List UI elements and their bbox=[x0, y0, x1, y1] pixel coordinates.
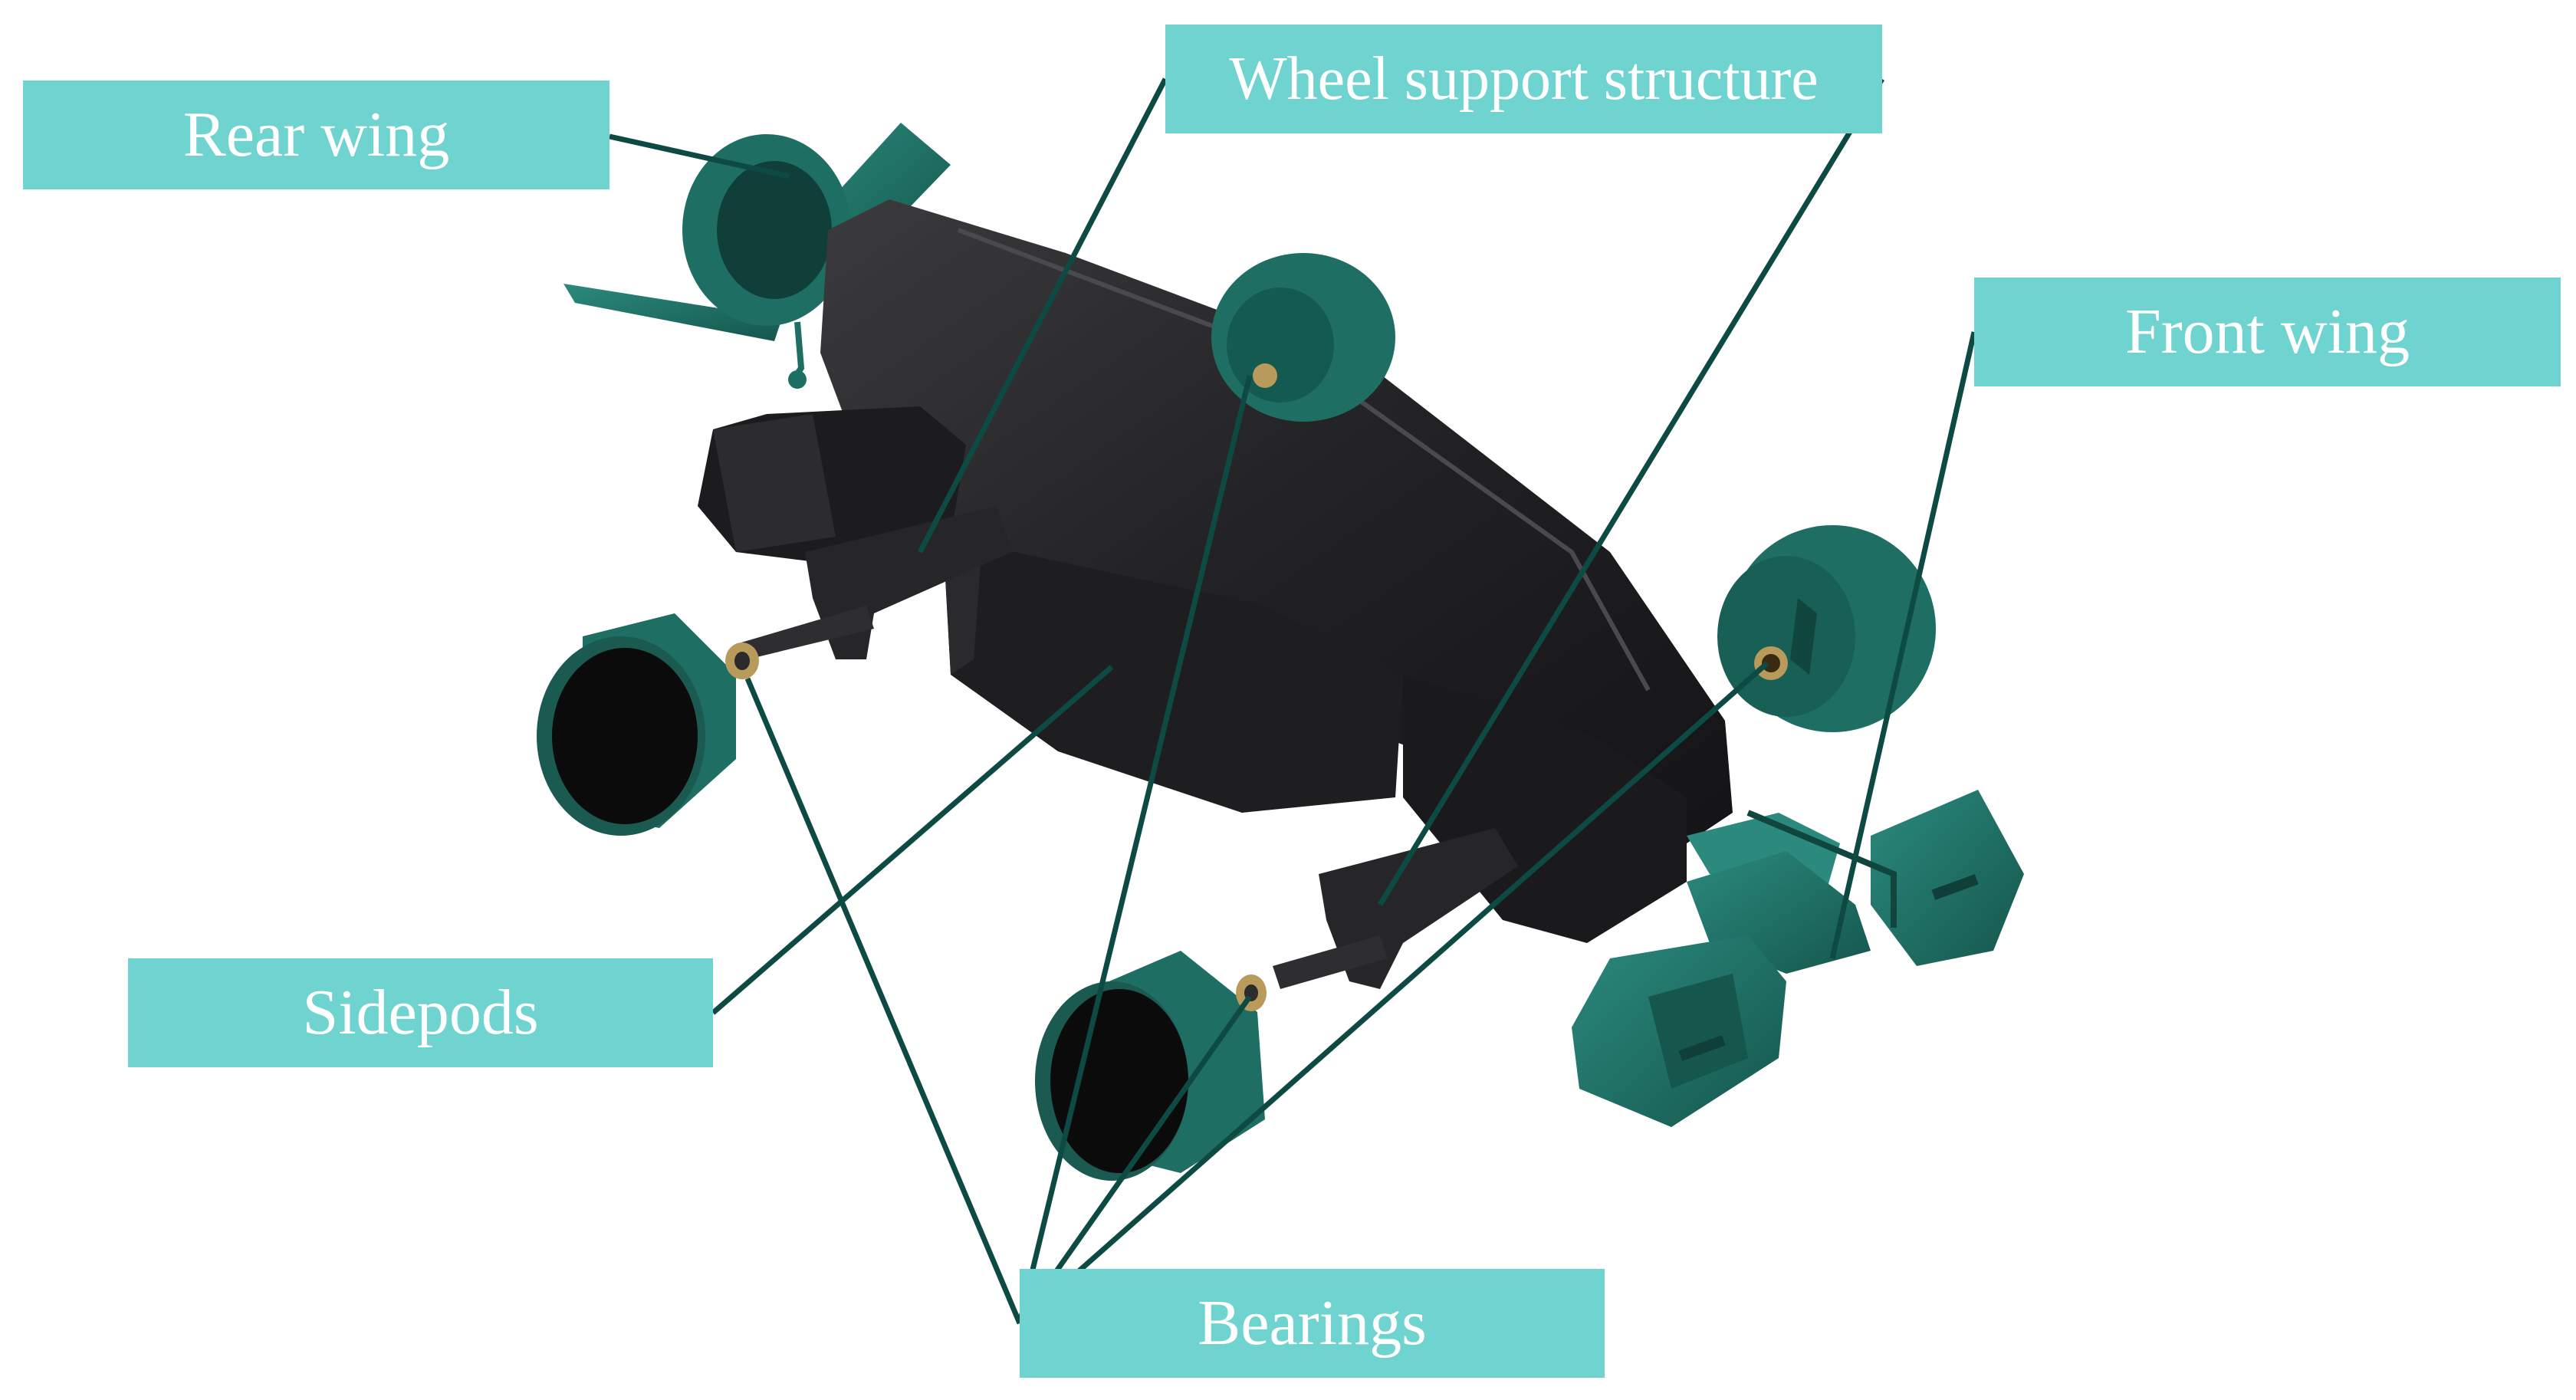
rear-wing-label: Rear wing bbox=[23, 81, 610, 189]
leader-lines bbox=[609, 77, 1977, 1326]
bearings-label: Bearings bbox=[1020, 1269, 1605, 1378]
front-wing bbox=[1572, 790, 2024, 1127]
bearing-rear-left bbox=[725, 642, 759, 679]
wheel-support-structure-label: Wheel support structure bbox=[1165, 25, 1882, 133]
car-body bbox=[698, 199, 1733, 943]
wheel-front-right bbox=[1717, 525, 1936, 732]
wheel-rear-left bbox=[537, 613, 736, 836]
rear-wing bbox=[564, 123, 951, 389]
sidepods-label: Sidepods bbox=[128, 958, 713, 1067]
wheel-rear-right bbox=[1211, 253, 1395, 422]
front-wing-label: Front wing bbox=[1974, 278, 2561, 386]
wheel-support-structure bbox=[736, 506, 1518, 989]
wheel-front-left bbox=[1035, 951, 1265, 1181]
